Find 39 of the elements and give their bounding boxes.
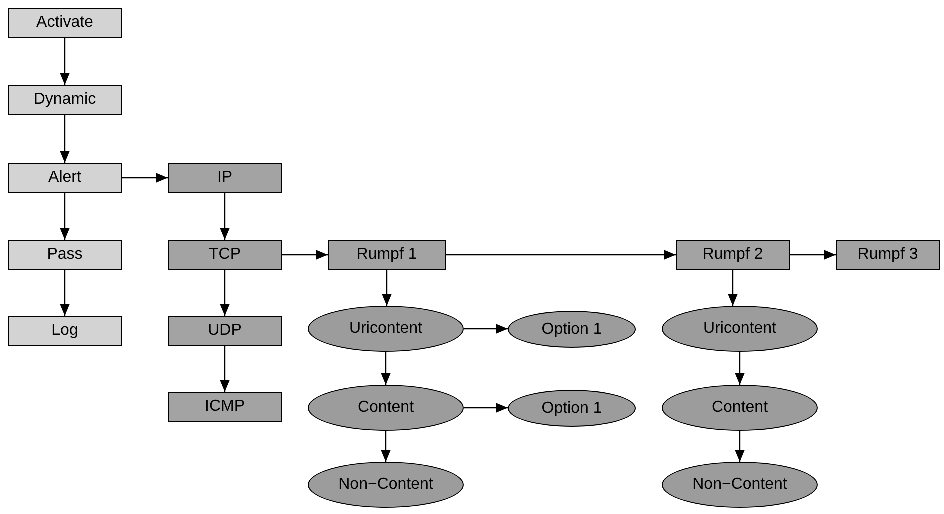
arrow bbox=[446, 250, 676, 260]
arrow bbox=[220, 270, 230, 316]
process-box: Rumpf 3 bbox=[836, 240, 940, 270]
process-box: UDP bbox=[168, 316, 282, 346]
arrow bbox=[60, 270, 70, 316]
arrow bbox=[464, 403, 508, 413]
ellipse-node: Option 1 bbox=[508, 311, 636, 348]
ellipse-node: Uricontent bbox=[308, 306, 464, 352]
ellipse-node: Content bbox=[308, 385, 464, 431]
process-box: Pass bbox=[8, 240, 122, 270]
arrow bbox=[728, 270, 738, 306]
process-box: Dynamic bbox=[8, 85, 122, 115]
process-box: IP bbox=[168, 163, 282, 193]
arrow bbox=[60, 38, 70, 85]
arrow bbox=[735, 431, 745, 462]
process-box: Activate bbox=[8, 8, 122, 38]
arrow bbox=[735, 352, 745, 385]
arrow bbox=[381, 352, 391, 385]
arrow bbox=[60, 115, 70, 163]
process-box: TCP bbox=[168, 240, 282, 270]
arrow bbox=[790, 250, 836, 260]
ellipse-node: Option 1 bbox=[508, 390, 636, 427]
arrow bbox=[220, 193, 230, 240]
arrow bbox=[220, 346, 230, 392]
process-box: ICMP bbox=[168, 392, 282, 422]
arrow bbox=[60, 193, 70, 240]
process-box: Rumpf 1 bbox=[328, 240, 446, 270]
process-box: Alert bbox=[8, 163, 122, 193]
arrow bbox=[282, 250, 328, 260]
process-box: Log bbox=[8, 316, 122, 346]
ellipse-node: Uricontent bbox=[662, 306, 818, 352]
process-box: Rumpf 2 bbox=[676, 240, 790, 270]
arrow bbox=[382, 270, 392, 306]
arrow bbox=[122, 173, 168, 183]
arrow bbox=[381, 431, 391, 462]
ellipse-node: Non−Content bbox=[662, 462, 818, 508]
ellipse-node: Non−Content bbox=[308, 462, 464, 508]
ellipse-node: Content bbox=[662, 385, 818, 431]
arrow bbox=[464, 324, 508, 334]
